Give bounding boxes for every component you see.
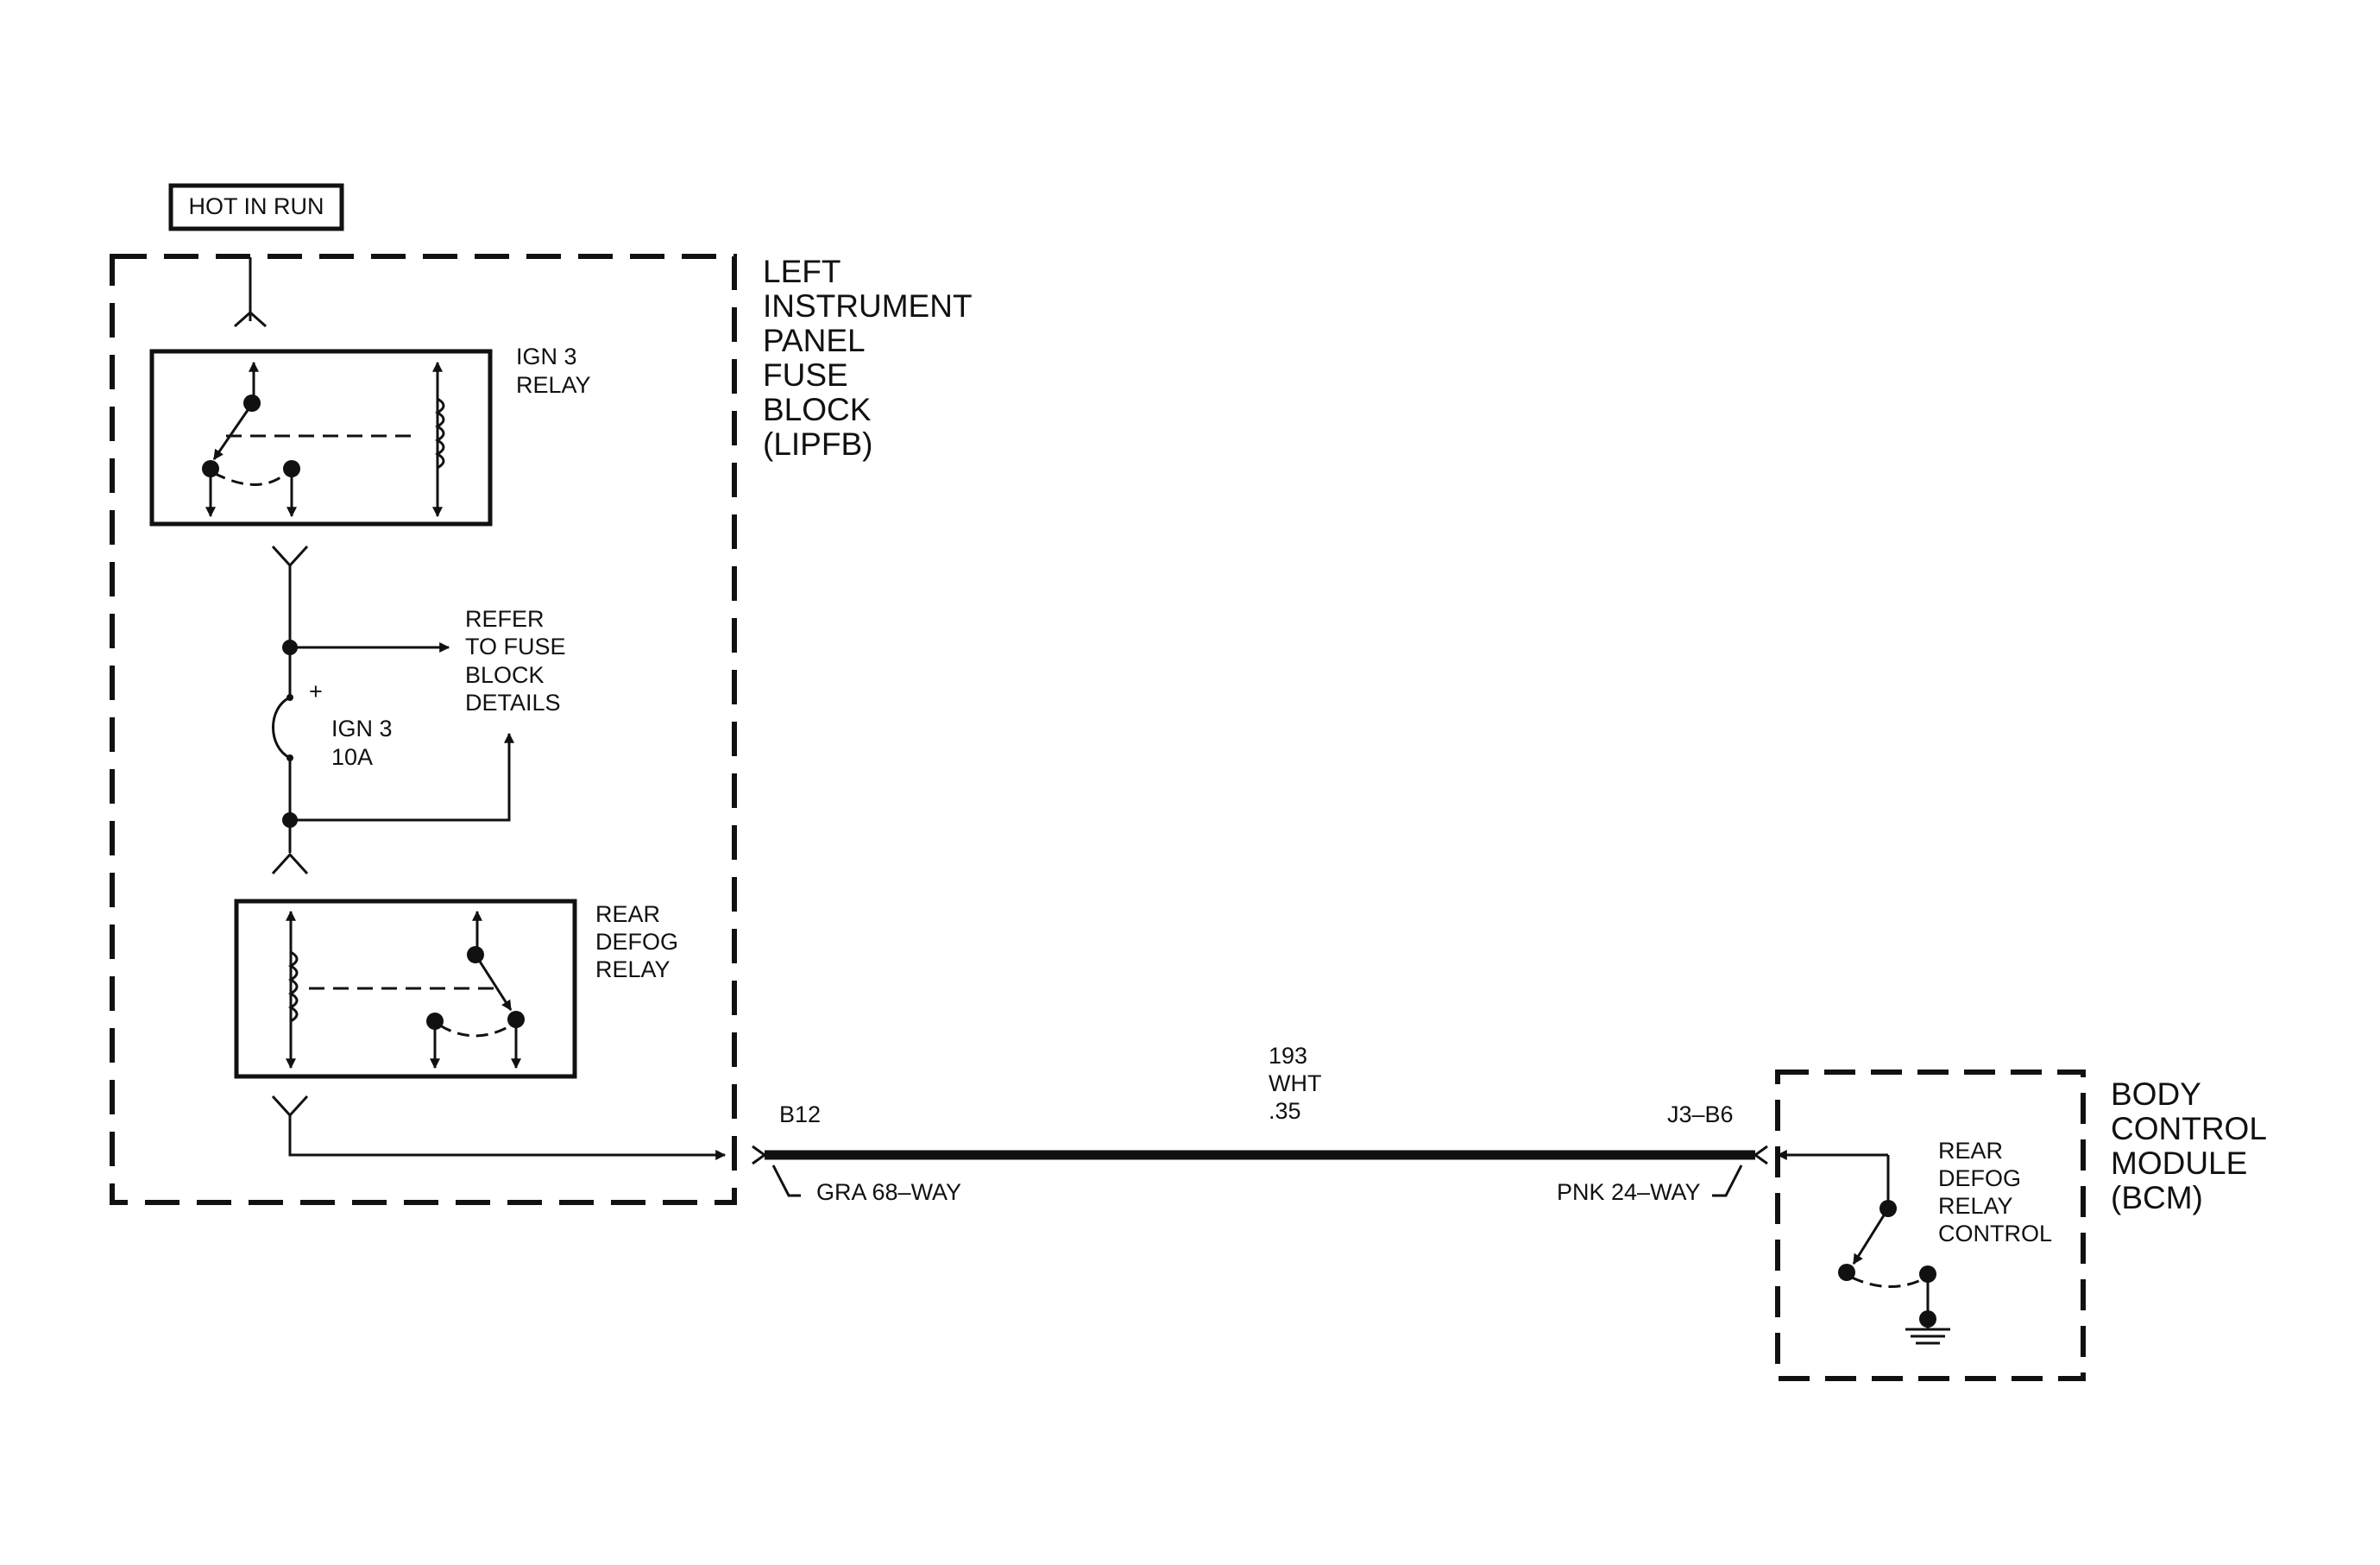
svg-text:CONTROL: CONTROL [1938, 1221, 2052, 1246]
svg-text:BLOCK: BLOCK [465, 662, 545, 688]
connector-symbol-ign [271, 545, 309, 568]
svg-text:RELAY: RELAY [516, 372, 591, 398]
svg-text:MODULE: MODULE [2111, 1145, 2247, 1181]
svg-text:IGN 3: IGN 3 [516, 344, 577, 369]
svg-text:DETAILS: DETAILS [465, 690, 561, 716]
bcm-control-label: REAR DEFOG RELAY CONTROL [1938, 1138, 2052, 1246]
fuse-plus-sign: + [309, 678, 323, 704]
left-connector-pin: B12 [779, 1101, 821, 1127]
refer-fuse-block-label: REFER TO FUSE BLOCK DETAILS [465, 606, 566, 716]
svg-text:FUSE: FUSE [763, 357, 848, 393]
fuse-ign3: + [272, 678, 323, 761]
hot-in-run-label: HOT IN RUN [188, 193, 324, 219]
svg-text:INSTRUMENT: INSTRUMENT [763, 288, 973, 324]
svg-text:.35: .35 [1269, 1098, 1301, 1124]
svg-text:LEFT: LEFT [763, 254, 841, 289]
bcm-enclosure [1775, 1070, 2086, 1381]
fuse-label: IGN 3 10A [331, 716, 393, 770]
ign3-relay [149, 349, 493, 527]
svg-text:PANEL: PANEL [763, 323, 866, 358]
svg-text:REAR: REAR [1938, 1138, 2003, 1164]
ground-icon [1905, 1328, 1950, 1345]
lipfb-label: LEFT INSTRUMENT PANEL FUSE BLOCK (LIPFB) [763, 254, 973, 462]
svg-text:10A: 10A [331, 744, 373, 770]
svg-text:BODY: BODY [2111, 1076, 2201, 1112]
right-connector-desc: PNK 24–WAY [1557, 1179, 1701, 1205]
svg-text:RELAY: RELAY [1938, 1193, 2013, 1219]
rear-defog-relay [234, 899, 577, 1079]
connector-symbol-defog [271, 1095, 309, 1118]
bcm-label: BODY CONTROL MODULE (BCM) [2111, 1076, 2267, 1215]
svg-text:WHT: WHT [1269, 1070, 1321, 1096]
lipfb-enclosure [110, 254, 737, 1205]
svg-text:IGN 3: IGN 3 [331, 716, 393, 741]
svg-text:(BCM): (BCM) [2111, 1180, 2203, 1215]
svg-text:CONTROL: CONTROL [2111, 1111, 2267, 1146]
bcm-rear-defog-switch [1776, 1150, 1936, 1329]
connector-symbol-top [234, 310, 267, 328]
connector-symbol-fuse-bottom [271, 852, 309, 875]
svg-text:DEFOG: DEFOG [1938, 1165, 2021, 1191]
right-connector-pin: J3–B6 [1667, 1101, 1734, 1127]
left-connector-desc: GRA 68–WAY [816, 1179, 961, 1205]
rear-defog-relay-label: REAR DEFOG RELAY [595, 901, 678, 982]
wire-label: 193 WHT .35 [1269, 1043, 1321, 1124]
svg-text:(LIPFB): (LIPFB) [763, 426, 872, 462]
svg-text:RELAY: RELAY [595, 956, 671, 982]
ign3-relay-label: IGN 3 RELAY [516, 344, 591, 398]
svg-text:BLOCK: BLOCK [763, 392, 872, 427]
svg-text:REAR: REAR [595, 901, 660, 927]
hot-in-run-box: HOT IN RUN [168, 183, 344, 231]
svg-text:DEFOG: DEFOG [595, 929, 678, 955]
svg-text:193: 193 [1269, 1043, 1307, 1069]
svg-text:TO FUSE: TO FUSE [465, 634, 566, 659]
svg-text:REFER: REFER [465, 606, 545, 632]
